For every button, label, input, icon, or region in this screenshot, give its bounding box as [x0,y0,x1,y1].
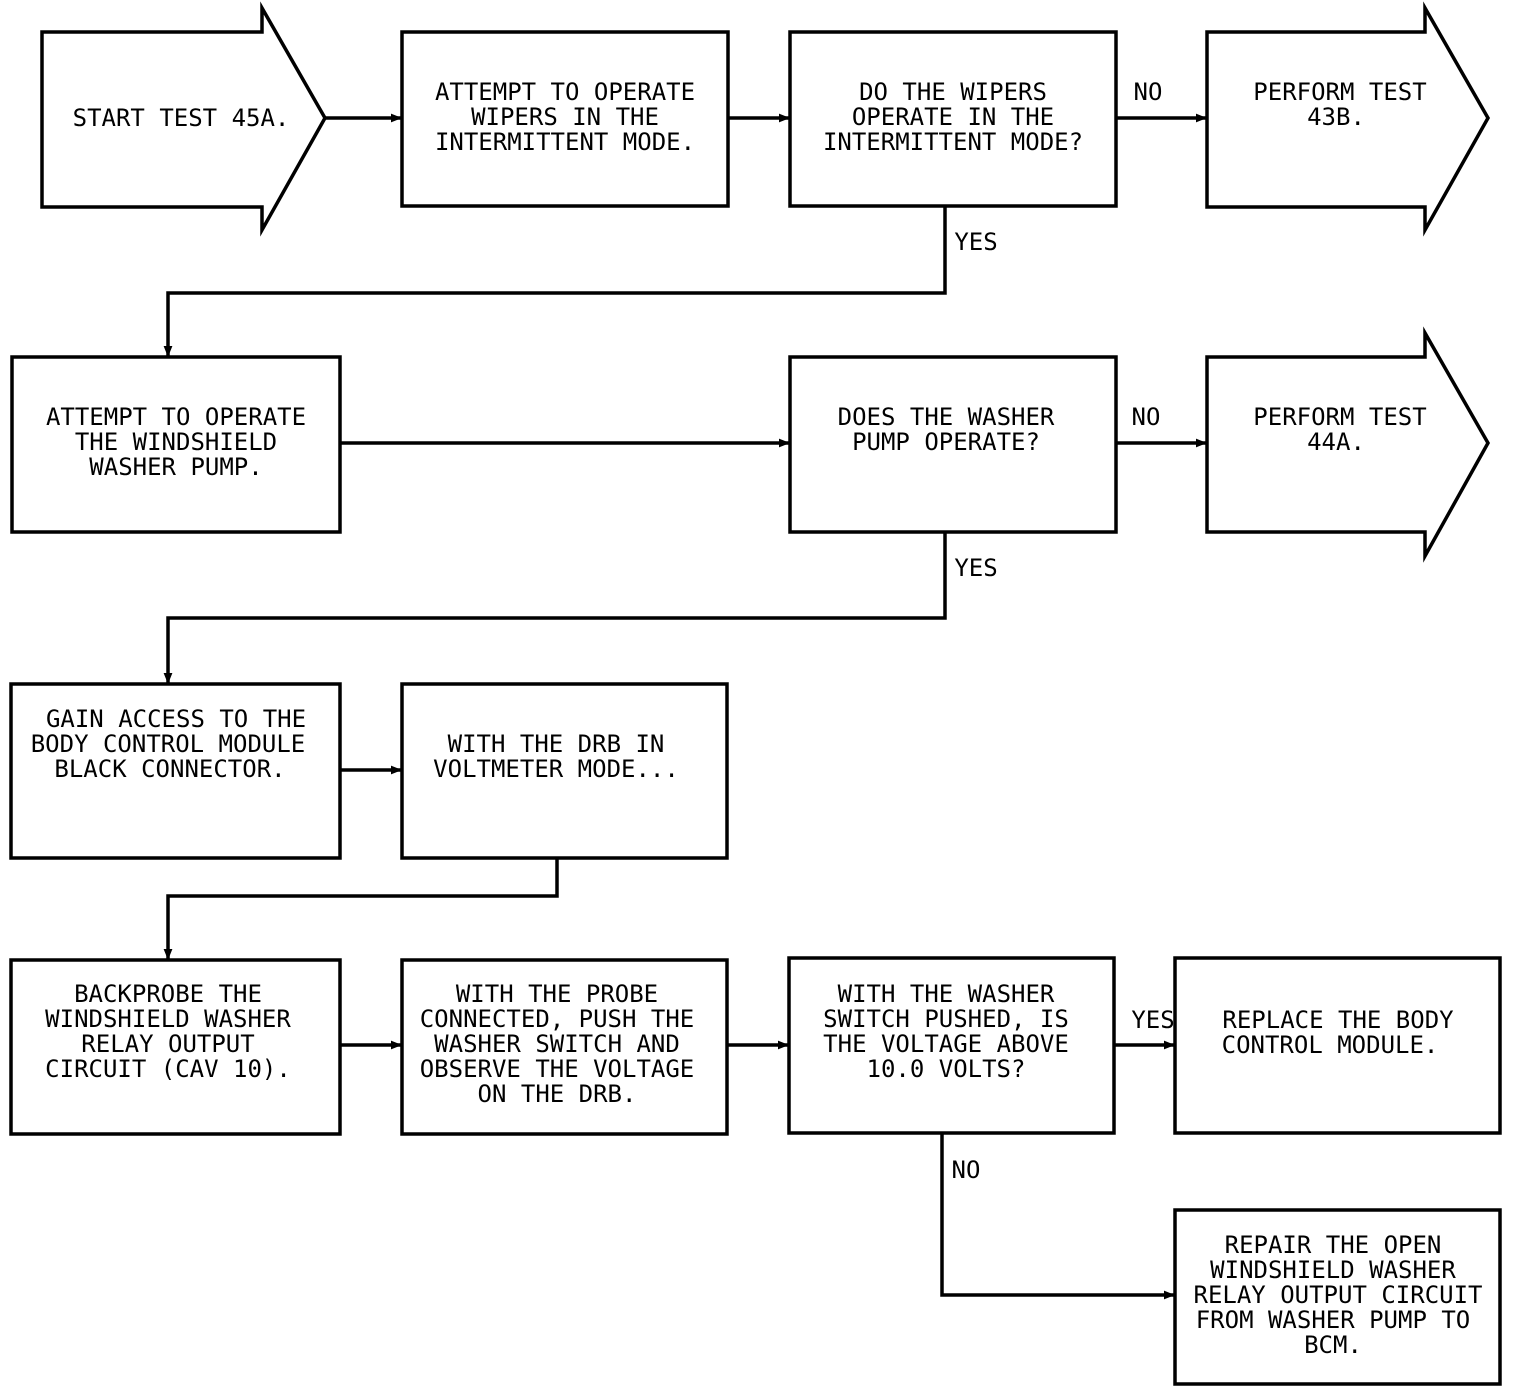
node-text-line: INTERMITTENT MODE. [435,128,695,156]
node-attempt-washer-pump: ATTEMPT TO OPERATE THE WINDSHIELD WASHER… [10,355,342,534]
node-text-line: CIRCUIT (CAV 10). [45,1055,291,1083]
node-replace-bcm: REPLACE THE BODY CONTROL MODULE. [1173,956,1502,1135]
connector-drb-to-backprobe [163,858,559,960]
node-text-line: BCM. [1304,1331,1362,1359]
node-text-line: PERFORM TEST [1253,78,1426,106]
node-backprobe: BACKPROBE THE WINDSHIELD WASHER RELAY OU… [9,958,342,1136]
node-text-line: OBSERVE THE VOLTAGE [420,1055,695,1083]
node-text-line: GAIN ACCESS TO THE [46,705,306,733]
node-repair-circuit: REPAIR THE OPEN WINDSHIELD WASHER RELAY … [1173,1208,1502,1386]
node-text-line: PUMP OPERATE? [852,428,1040,456]
node-text-line: WINDSHIELD WASHER [1210,1256,1456,1284]
node-text-line: WITH THE WASHER [838,980,1055,1008]
node-text-line: ON THE DRB. [478,1080,637,1108]
edge-label-no: NO [952,1156,981,1184]
edge-label-yes: YES [954,554,997,582]
node-text-line: WINDSHIELD WASHER [45,1005,291,1033]
connector-voltage-no [940,1133,1175,1300]
node-text-line: THE VOLTAGE ABOVE [823,1030,1069,1058]
node-gain-access: GAIN ACCESS TO THE BODY CONTROL MODULE B… [9,682,342,860]
node-text-line: RELAY OUTPUT [81,1030,254,1058]
node-text-line: WASHER PUMP. [89,453,262,481]
process-box [400,682,729,860]
node-text-line: ATTEMPT TO OPERATE [435,78,695,106]
decision-box [788,355,1118,534]
node-text-line: PERFORM TEST [1253,403,1426,431]
node-push-switch: WITH THE PROBE CONNECTED, PUSH THE WASHE… [400,958,729,1136]
node-text-line: CONTROL MODULE. [1222,1031,1439,1059]
node-text-line: OPERATE IN THE [852,103,1054,131]
node-text-line: WITH THE PROBE [456,980,658,1008]
node-text-line: 43B. [1307,103,1365,131]
node-question-wipers: DO THE WIPERS OPERATE IN THE INTERMITTEN… [788,30,1118,208]
node-text-line: INTERMITTENT MODE? [823,128,1083,156]
process-box [400,30,730,208]
node-text-line: REPLACE THE BODY [1222,1006,1454,1034]
start-arrow-shape [40,1,328,237]
node-question-voltage: WITH THE WASHER SWITCH PUSHED, IS THE VO… [787,956,1116,1135]
node-text-line: REPAIR THE OPEN [1225,1231,1442,1259]
node-perform-test-44a: PERFORM TEST 44A. [1205,326,1491,563]
node-text-line: DOES THE WASHER [838,403,1055,431]
node-text-line: START TEST 45A. [73,104,290,132]
node-question-pump: DOES THE WASHER PUMP OPERATE? [788,355,1118,534]
node-drb-voltmeter: WITH THE DRB IN VOLTMETER MODE... [400,682,729,860]
node-text-line: WASHER SWITCH AND [434,1030,680,1058]
process-box [10,355,342,534]
edge-label-yes: YES [1131,1006,1174,1034]
process-box [9,682,342,860]
node-text-line: BLACK CONNECTOR. [54,755,285,783]
edge-label-no: NO [1134,78,1163,106]
node-text-line: WITH THE DRB IN [448,730,665,758]
node-text-line: WIPERS IN THE [471,103,659,131]
connectors [163,113,1207,1300]
node-perform-test-43b: PERFORM TEST 43B. [1205,1,1491,237]
node-text-line: 10.0 VOLTS? [867,1055,1026,1083]
node-text-line: SWITCH PUSHED, IS [823,1005,1069,1033]
connector-wipers-yes [163,206,947,357]
edge-label-yes: YES [954,228,997,256]
node-text-line: CONNECTED, PUSH THE [420,1005,695,1033]
result-box [1173,1208,1502,1386]
node-text-line: BODY CONTROL MODULE [31,730,306,758]
node-start-test: START TEST 45A. [40,1,328,237]
exit-arrow-shape [1205,1,1491,237]
node-text-line: ATTEMPT TO OPERATE [46,403,306,431]
node-text-line: BACKPROBE THE [74,980,262,1008]
node-text-line: VOLTMETER MODE... [433,755,679,783]
node-text-line: 44A. [1307,428,1365,456]
node-text-line: DO THE WIPERS [859,78,1047,106]
decision-box [787,956,1116,1135]
exit-arrow-shape [1205,326,1491,563]
process-box [400,958,729,1136]
node-text-line: RELAY OUTPUT CIRCUIT [1194,1281,1483,1309]
process-box [9,958,342,1136]
connector-pump-yes [163,532,947,684]
node-text-line: FROM WASHER PUMP TO [1196,1306,1471,1334]
node-text-line: THE WINDSHIELD [75,428,277,456]
edge-label-no: NO [1132,403,1161,431]
result-box [1173,956,1502,1135]
decision-box [788,30,1118,208]
node-attempt-intermittent: ATTEMPT TO OPERATE WIPERS IN THE INTERMI… [400,30,730,208]
